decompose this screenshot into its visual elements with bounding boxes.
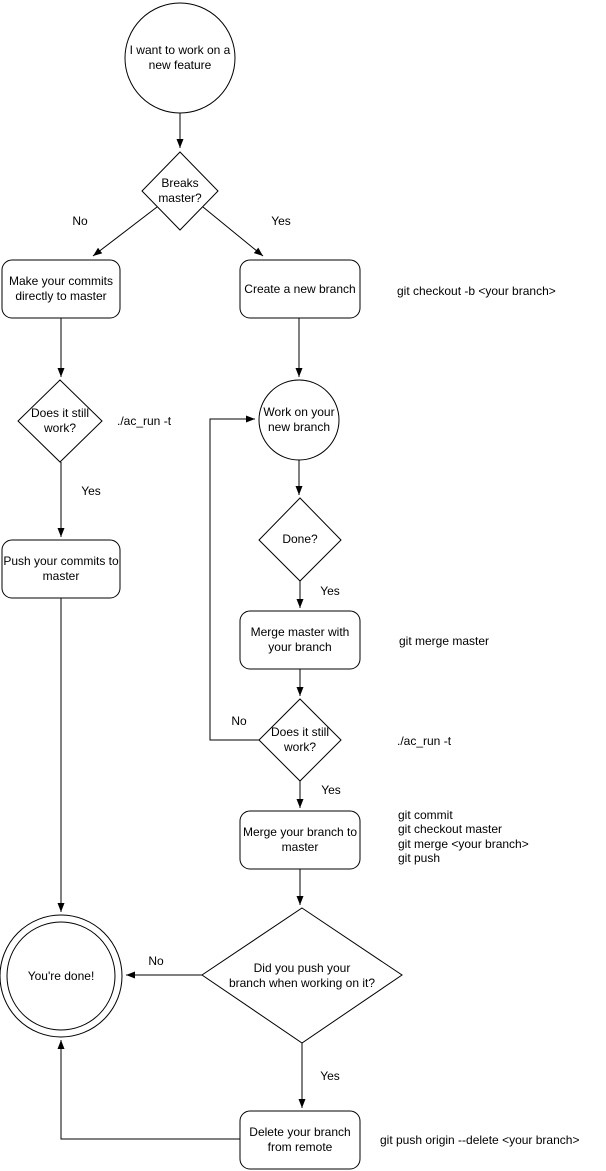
make-commits-node-shape [1, 259, 121, 319]
edge-label-breaks-yes: Yes [271, 214, 291, 228]
merge-branch-node-shape [239, 810, 361, 870]
delete-branch-node-shape [239, 1110, 361, 1170]
annotation-merge-branch-cmds: git commit git checkout master git merge… [398, 808, 529, 866]
edge-does-it-work-2-no-loop-to-work-on-branch [209, 415, 259, 741]
youre-done-node-inner-shape [6, 921, 116, 1031]
edge-delete-branch-to-youre-done [57, 1040, 240, 1140]
merge-master-node-shape [239, 610, 361, 670]
does-it-work-1-decision-shape [17, 379, 103, 463]
done-decision-shape [258, 497, 342, 582]
youre-done-node-outer-shape [0, 914, 123, 1038]
edge-label-did-push-yes: Yes [320, 1069, 340, 1083]
does-it-work-2-decision-shape [258, 698, 342, 782]
edge-label-does-2-no: No [231, 714, 247, 728]
work-on-branch-node-shape [258, 379, 340, 461]
annotation-ac-run-2: ./ac_run -t [397, 734, 452, 748]
annotation-git-merge-master: git merge master [399, 634, 490, 648]
annotation-git-push-delete: git push origin --delete <your branch> [380, 1133, 580, 1147]
start-node-shape [124, 2, 236, 114]
breaks-master-decision-shape [141, 151, 219, 231]
edge-label-does-2-yes: Yes [321, 783, 341, 797]
edge-breaks-yes-to-create-branch [202, 206, 264, 257]
edge-label-breaks-no: No [72, 214, 88, 228]
edge-label-does-1-yes: Yes [81, 484, 101, 498]
edge-label-done-yes: Yes [320, 584, 340, 598]
annotation-ac-run-1: ./ac_run -t [117, 414, 172, 428]
push-commits-node-shape [1, 539, 121, 599]
annotation-git-checkout: git checkout -b <your branch> [397, 284, 556, 298]
did-you-push-decision-shape [201, 907, 403, 1044]
edge-breaks-no-to-make-commits [92, 206, 158, 257]
edge-label-did-push-no: No [148, 954, 164, 968]
create-branch-node-shape [239, 259, 361, 319]
